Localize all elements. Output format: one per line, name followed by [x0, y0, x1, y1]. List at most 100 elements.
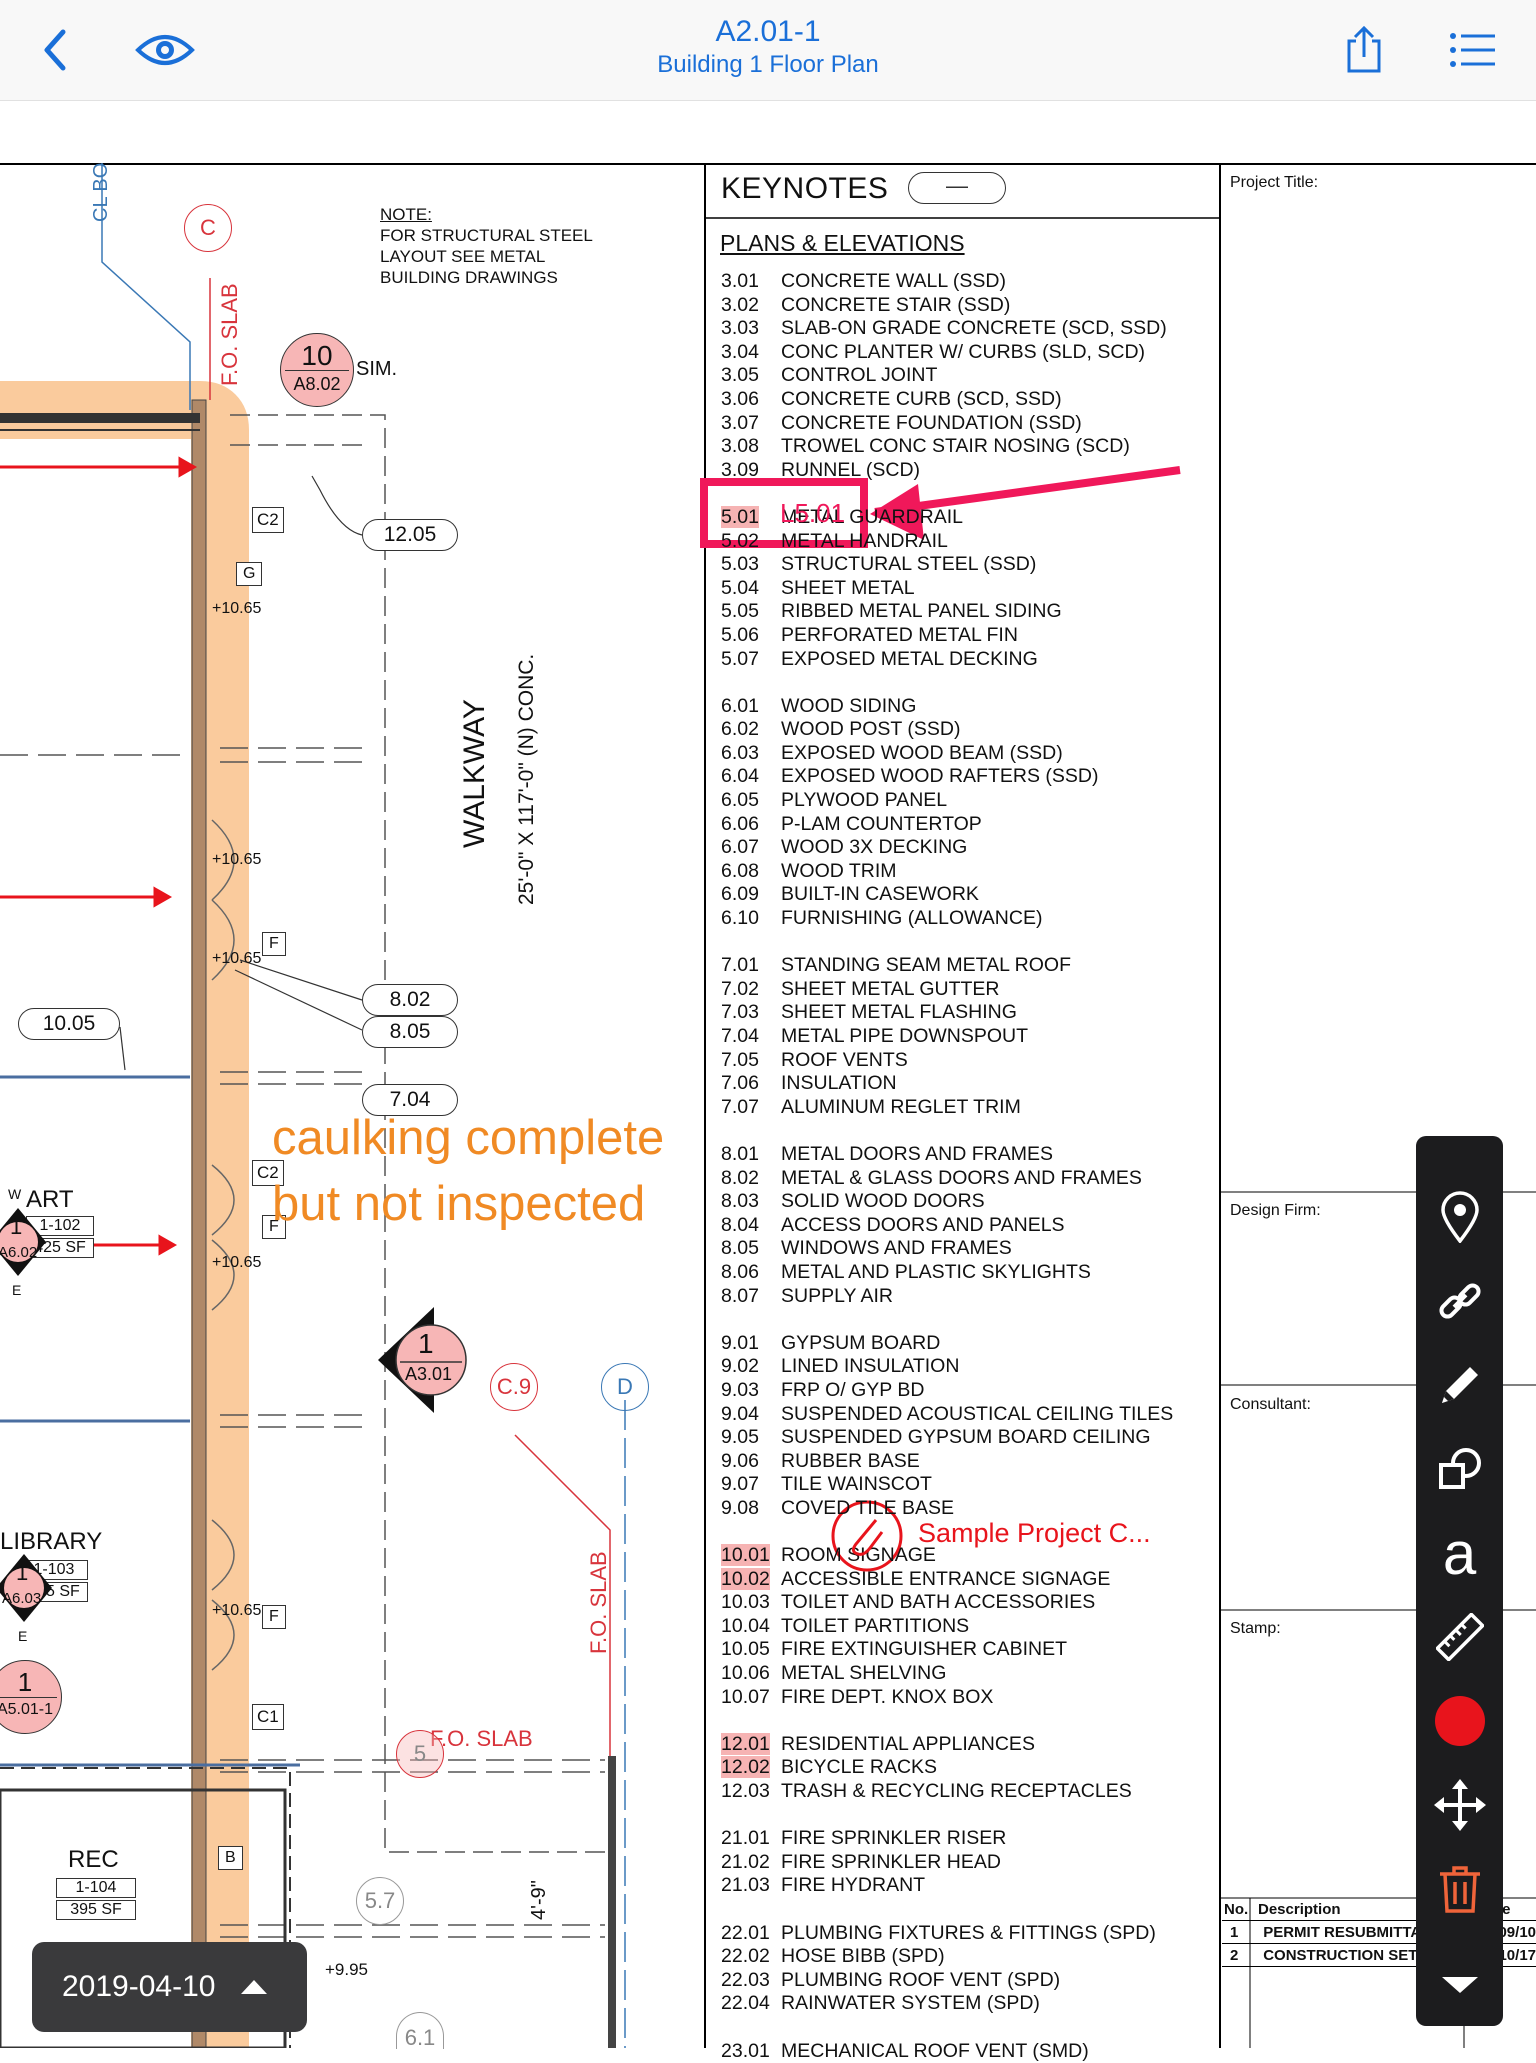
link-markup-label[interactable]: L5.01 [780, 498, 846, 528]
attachment-label[interactable]: Sample Project C... [918, 1518, 1151, 1548]
pin-tool-button[interactable] [1416, 1182, 1503, 1252]
move-tool-button[interactable] [1416, 1770, 1503, 1840]
tag-g[interactable]: G [236, 562, 263, 586]
grid-bubble-5[interactable]: 5 [396, 1730, 444, 1778]
keynote-tag-802[interactable]: 8.02 [362, 984, 458, 1016]
tag-c2-top[interactable]: C2 [252, 507, 284, 533]
back-button[interactable] [28, 22, 80, 78]
link-tool-button[interactable] [1416, 1266, 1503, 1336]
text-markup-line-1[interactable]: caulking complete [272, 1111, 665, 1165]
grid-bubble-57[interactable]: 5.7 [356, 1877, 404, 1925]
text-tool-button[interactable]: a [1442, 1519, 1477, 1587]
grid-bubble-61[interactable]: 6.1 [396, 2012, 444, 2049]
date-selector[interactable]: 2019-04-10 [32, 1942, 307, 2032]
ruler-tool-button[interactable] [1416, 1602, 1503, 1672]
section-marker[interactable]: 10 A8.02 [280, 333, 354, 407]
shapes-tool-button[interactable] [1416, 1434, 1503, 1504]
detail-marker-a603[interactable] [0, 1552, 54, 1626]
grid-bubble-c[interactable]: C [184, 204, 232, 252]
tag-c2-mid[interactable]: C2 [252, 1160, 284, 1186]
keynote-tag-805[interactable]: 8.05 [362, 1016, 458, 1048]
share-button[interactable] [1336, 22, 1392, 78]
tag-f-low[interactable]: F [262, 1605, 286, 1629]
tag-f-top[interactable]: F [262, 932, 286, 956]
collapse-toolbar-button[interactable] [1416, 1950, 1503, 2020]
tag-f-mid[interactable]: F [262, 1215, 286, 1239]
keynote-tag-704[interactable]: 7.04 [362, 1084, 458, 1116]
pencil-tool-button[interactable] [1416, 1350, 1503, 1420]
sheet-list-button[interactable] [1444, 22, 1500, 78]
drawing-canvas[interactable] [0, 163, 1536, 2050]
grid-bubble-c9[interactable]: C.9 [490, 1363, 538, 1411]
visibility-button[interactable] [132, 22, 198, 78]
keynote-tag-1005[interactable]: 10.05 [18, 1008, 120, 1040]
elevation-marker[interactable] [376, 1305, 468, 1415]
tag-c1[interactable]: C1 [252, 1704, 284, 1730]
delete-tool-button[interactable] [1416, 1854, 1503, 1924]
link-markup-box[interactable] [700, 478, 868, 548]
arrow-markup[interactable] [870, 484, 924, 540]
text-markup-line-2[interactable]: but not inspected [272, 1177, 646, 1231]
keynote-tag-1205[interactable]: 12.05 [362, 519, 458, 551]
